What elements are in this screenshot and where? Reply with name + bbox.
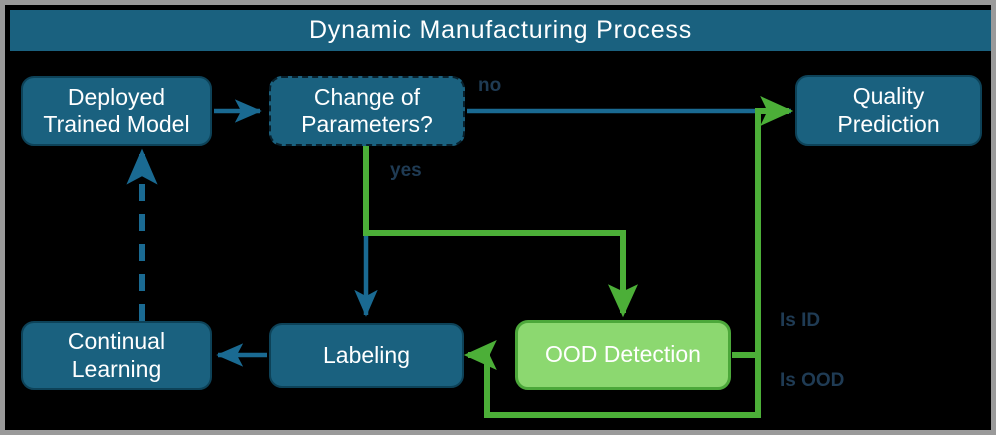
node-label-line1: Quality <box>852 83 925 110</box>
node-label: Labeling <box>323 341 410 368</box>
node-label-line2: Parameters? <box>301 111 433 137</box>
node-quality-prediction[interactable]: Quality Prediction <box>795 75 982 146</box>
node-change-of-parameters[interactable]: Change of Parameters? <box>269 76 465 146</box>
page-title: Dynamic Manufacturing Process <box>308 16 693 44</box>
node-ood-detection[interactable]: OOD Detection <box>515 320 731 390</box>
node-label-line1: Deployed <box>67 83 166 110</box>
edge-label-no: no <box>478 75 502 96</box>
node-label: Quality Prediction <box>837 83 939 137</box>
node-label: Continual Learning <box>68 328 165 382</box>
node-label: Deployed Trained Model <box>43 84 189 138</box>
node-label: OOD Detection <box>545 341 701 368</box>
edge-ood-to-labeling-is-ood <box>463 340 761 418</box>
node-label: Change of Parameters? <box>301 84 433 138</box>
node-label-line1: Change of <box>313 83 421 110</box>
node-deployed-trained-model[interactable]: Deployed Trained Model <box>21 76 212 146</box>
edge-label-yes: yes <box>390 160 422 181</box>
edge-label-is-id: Is ID <box>780 310 821 331</box>
node-label-line2: Trained Model <box>43 111 190 137</box>
node-labeling[interactable]: Labeling <box>269 323 464 388</box>
node-label-line2: Learning <box>71 355 162 382</box>
edge-label-is-ood: Is OOD <box>780 370 845 391</box>
edge-change-to-ood <box>363 146 638 318</box>
node-continual-learning[interactable]: Continual Learning <box>21 321 212 390</box>
node-label-line2: Prediction <box>837 110 940 137</box>
edge-layer <box>126 96 794 418</box>
node-label-line1: Continual <box>67 328 166 355</box>
diagram-title-bar: Dynamic Manufacturing Process <box>10 10 991 51</box>
